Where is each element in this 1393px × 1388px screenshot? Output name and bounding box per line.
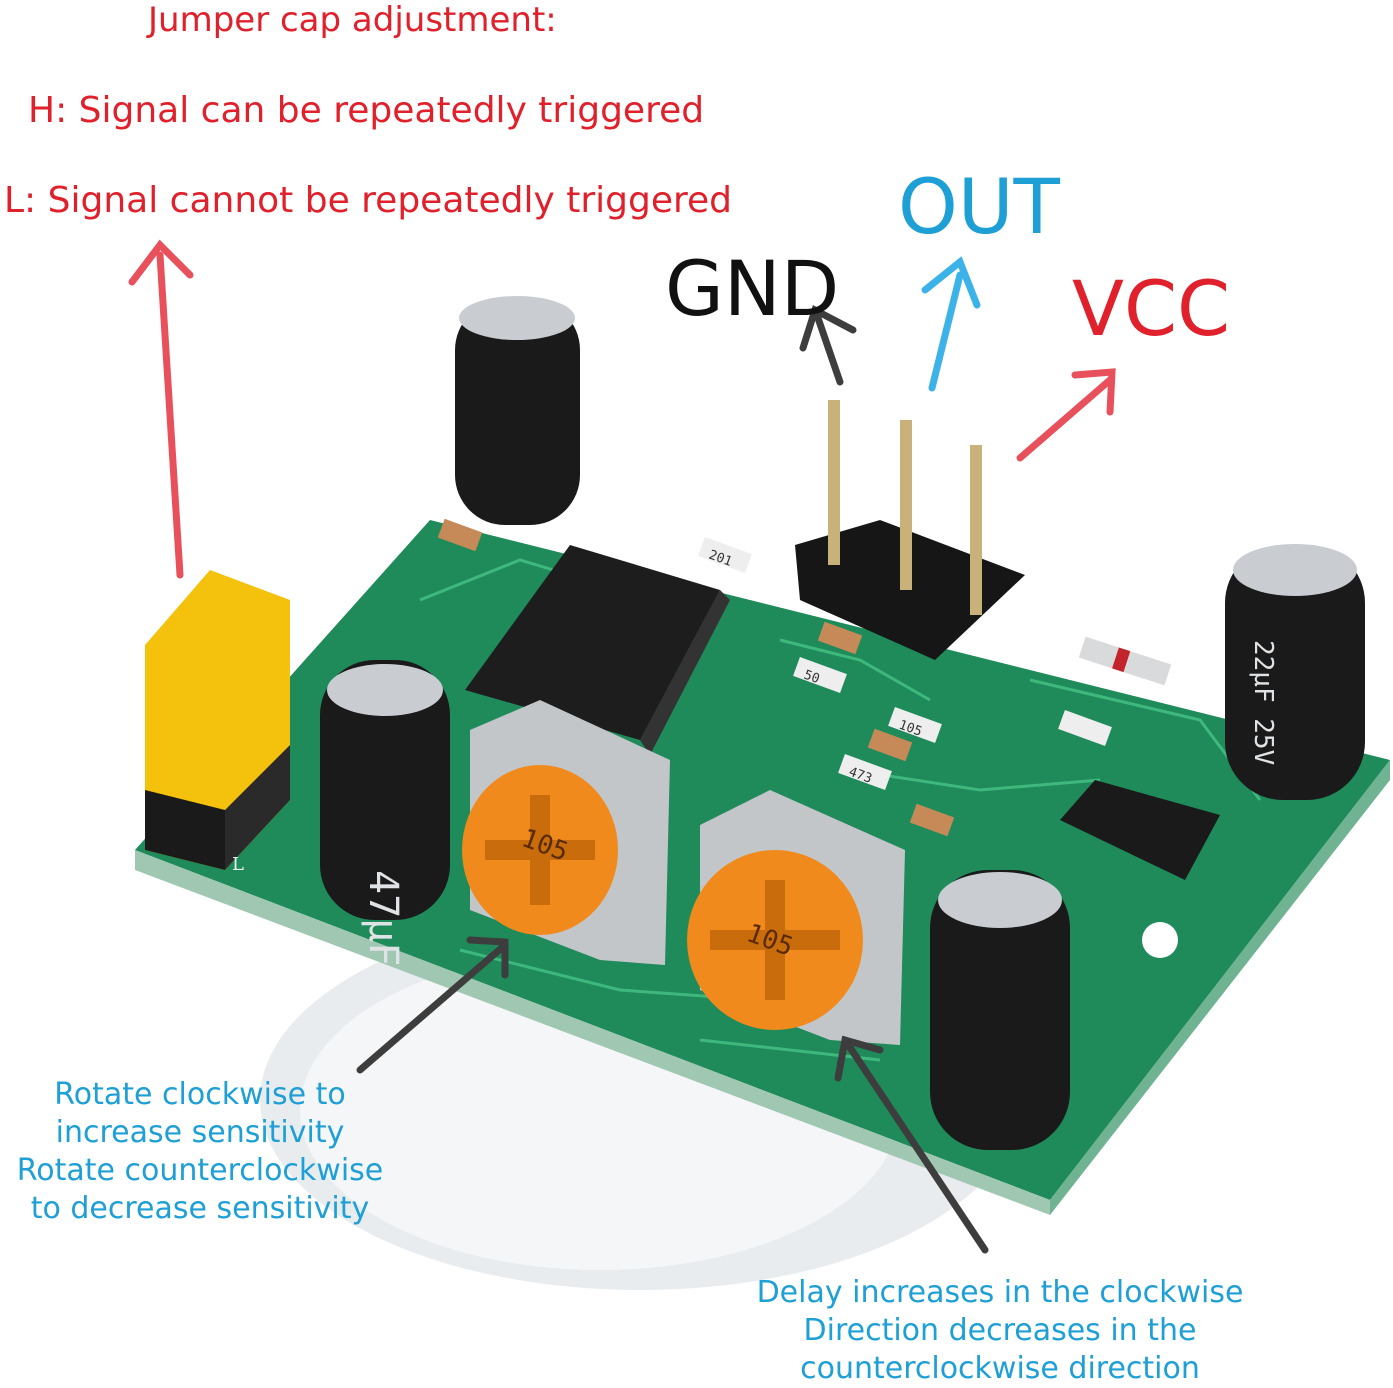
smd-components: [437, 518, 955, 837]
arrow-out: [921, 256, 981, 392]
arrow-delay: [834, 1035, 989, 1254]
delay-note: Delay increases in the clockwise Directi…: [745, 1274, 1255, 1388]
jumper-l-mode: L: Signal cannot be repeatedly triggered: [4, 180, 733, 221]
delay-note-line: counterclockwise direction: [800, 1351, 1200, 1386]
resistor-4-marking: 473: [847, 765, 874, 787]
pot-right-marking: 105: [743, 918, 797, 962]
ic-chip: [465, 545, 730, 755]
resistor-3-marking: 105: [897, 718, 924, 740]
cap-right-marking: 22µF 25V: [1248, 640, 1278, 765]
sensitivity-note-line: to decrease sensitivity: [30, 1191, 370, 1226]
diode: [1078, 636, 1172, 686]
jumper-h-mode: H: Signal can be repeatedly triggered: [28, 90, 705, 131]
capacitor-right: [1225, 544, 1365, 800]
jumper-title: Jumper cap adjustment:: [148, 0, 557, 40]
cap-left-marking: 47µF: [360, 870, 406, 966]
arrow-sensitivity: [356, 936, 509, 1074]
transistor: [1060, 780, 1220, 880]
delay-note-line: Delay increases in the clockwise: [756, 1275, 1244, 1310]
sensitivity-note-line: Rotate counterclockwise: [16, 1153, 384, 1188]
pin-label-vcc: VCC: [1072, 264, 1231, 353]
arrow-vcc: [1016, 368, 1116, 462]
sensitivity-note-line: increase sensitivity: [55, 1115, 345, 1150]
sensitivity-note: Rotate clockwise to increase sensitivity…: [10, 1076, 390, 1228]
pin-label-gnd: GND: [665, 244, 840, 333]
mounting-hole: [1142, 922, 1178, 958]
resistor-2-marking: 50: [802, 668, 822, 687]
jumper-l-marking: L: [232, 854, 244, 875]
capacitor-top: [455, 296, 580, 525]
arrow-gnd: [799, 304, 857, 386]
potentiometer-delay: [687, 790, 905, 1045]
capacitor-left: 47µF: [320, 660, 450, 966]
pin-vcc-post: [970, 445, 982, 615]
pin-gnd-post: [828, 400, 840, 565]
sensitivity-note-line: Rotate clockwise to: [54, 1077, 346, 1112]
pin-out-post: [900, 420, 912, 590]
potentiometer-sensitivity: [462, 700, 670, 965]
pin-header: [795, 400, 1025, 660]
pot-left-marking: 105: [518, 823, 572, 867]
capacitor-bottom: [930, 870, 1070, 1150]
delay-note-line: Direction decreases in the: [803, 1313, 1197, 1348]
resistor-1-marking: 201: [707, 548, 734, 570]
arrow-jumper: [128, 239, 194, 579]
pin-label-out: OUT: [898, 162, 1060, 251]
jumper-cap: [145, 570, 290, 870]
smd-resistors: [698, 537, 1112, 790]
